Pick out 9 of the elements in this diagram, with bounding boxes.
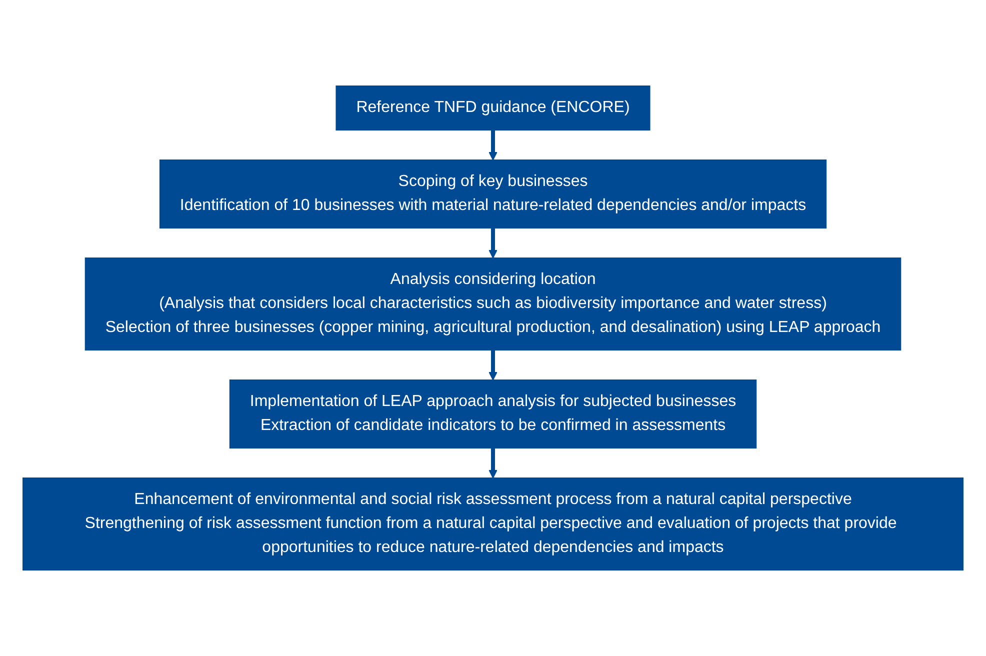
arrow — [488, 448, 498, 478]
node-box: Reference TNFD guidance (ENCORE) — [336, 86, 650, 130]
arrow — [488, 130, 498, 160]
node-box: Analysis considering location (Analysis that considers local characteristics such as biodiversity importance and water stress) Selection of three businesses (copper mining, agricultural production, and desalination) using LEAP approach — [84, 258, 902, 350]
node-box: Scoping of key businesses Identification of 10 businesses with material nature-related dependencies and/or impacts — [159, 160, 827, 228]
arrow — [488, 350, 498, 380]
arrow — [488, 228, 498, 258]
node-box: Enhancement of environmental and social risk assessment process from a natural capital perspective Strengthening of risk assessment function from a natural capital perspective and evaluation of projects that provide opportunities to reduce nature-related dependencies and impacts — [22, 478, 964, 570]
node-box: Implementation of LEAP approach analysis for subjected businesses Extraction of candidate indicators to be confirmed in assessments — [229, 380, 757, 448]
